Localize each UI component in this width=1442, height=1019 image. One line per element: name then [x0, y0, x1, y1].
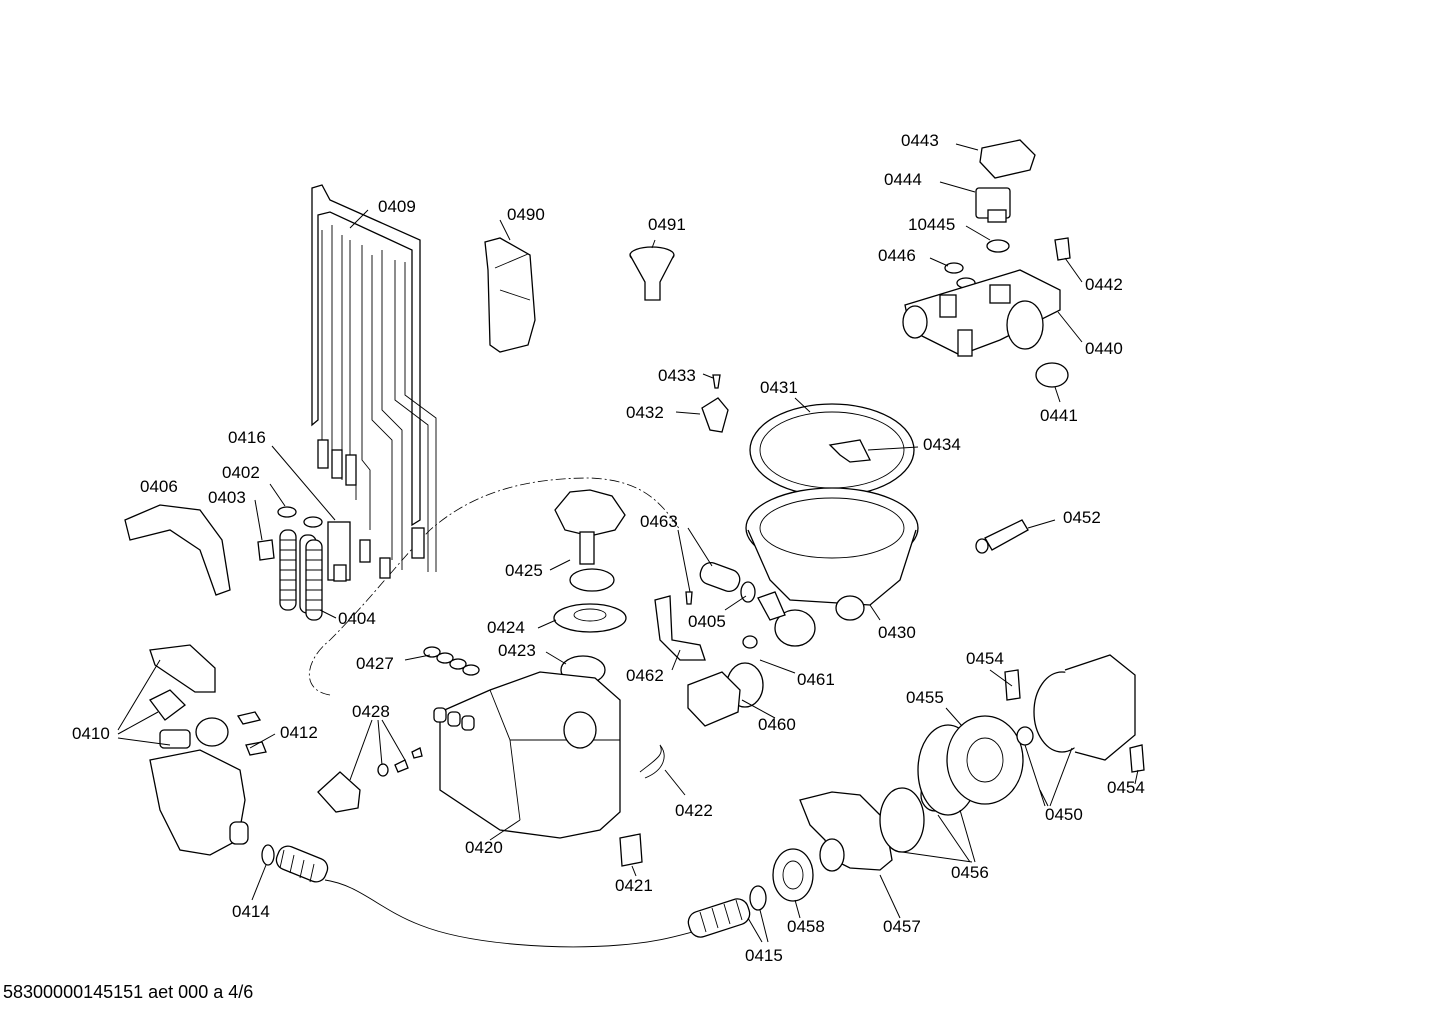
part-0458-seal — [772, 848, 814, 902]
label-0431: 0431 — [760, 378, 798, 397]
part-labels: 0443 0444 10445 0446 0442 0440 0441 0409… — [72, 131, 1145, 965]
label-10445: 10445 — [908, 215, 955, 234]
part-0402-rings — [277, 506, 323, 528]
part-0432-bracket — [701, 397, 729, 433]
label-0490: 0490 — [507, 205, 545, 224]
part-0450-motor — [1016, 654, 1136, 761]
part-0406-cover — [124, 504, 231, 596]
label-0432: 0432 — [626, 403, 664, 422]
part-0415-hose — [687, 898, 751, 938]
label-0427: 0427 — [356, 654, 394, 673]
part-0443-cover — [979, 139, 1036, 179]
label-0423: 0423 — [498, 641, 536, 660]
part-0424-disc — [553, 603, 627, 633]
label-0424: 0424 — [487, 618, 525, 637]
part-0434-filter-clip — [828, 439, 872, 463]
part-0421-bracket — [619, 833, 643, 867]
part-0490-jug — [484, 237, 536, 353]
label-0491: 0491 — [648, 215, 686, 234]
label-0460: 0460 — [758, 715, 796, 734]
document-id: 58300000145151 aet 000 a 4/6 — [3, 982, 253, 1002]
part-0410-assembly — [149, 644, 249, 856]
part-0422-clip — [639, 744, 665, 779]
label-0402: 0402 — [222, 463, 260, 482]
part-0442-clip — [1054, 237, 1071, 261]
part-0414-hose — [275, 845, 329, 883]
part-0444-sensor — [975, 187, 1011, 223]
label-0457: 0457 — [883, 917, 921, 936]
part-0463-screw — [685, 591, 693, 605]
part-0461-clip — [742, 635, 758, 649]
part-0463-hose — [699, 561, 741, 593]
part-0441-clamp — [1035, 362, 1069, 388]
part-0425-impeller — [554, 489, 626, 565]
part-0452-element — [975, 519, 1029, 554]
label-0428: 0428 — [352, 702, 390, 721]
part-0454-bracket-upper — [1004, 669, 1021, 701]
label-0414: 0414 — [232, 902, 270, 921]
part-0440-valve-body — [902, 269, 1061, 357]
part-10445-ring — [986, 239, 1010, 253]
label-0443: 0443 — [901, 131, 939, 150]
label-0416: 0416 — [228, 428, 266, 447]
label-0461: 0461 — [797, 670, 835, 689]
part-0460-valve — [687, 671, 741, 727]
label-0442: 0442 — [1085, 275, 1123, 294]
label-0441: 0441 — [1040, 406, 1078, 425]
label-0462: 0462 — [626, 666, 664, 685]
label-0420: 0420 — [465, 838, 503, 857]
label-0455: 0455 — [906, 688, 944, 707]
label-0456: 0456 — [951, 863, 989, 882]
part-0416-valve — [327, 521, 351, 582]
label-0458: 0458 — [787, 917, 825, 936]
label-0434: 0434 — [923, 435, 961, 454]
label-0463: 0463 — [640, 512, 678, 531]
label-0403: 0403 — [208, 488, 246, 507]
label-0412: 0412 — [280, 723, 318, 742]
label-0422: 0422 — [675, 801, 713, 820]
leader-lines — [117, 143, 1139, 943]
part-0414-ring — [261, 844, 275, 866]
label-0454-lower: 0454 — [1107, 778, 1145, 797]
label-0406: 0406 — [140, 477, 178, 496]
part-0405-ring — [740, 581, 756, 603]
part-0404-hoses — [279, 529, 323, 621]
label-0446: 0446 — [878, 246, 916, 265]
hose-route-line — [308, 477, 681, 696]
label-0454-upper: 0454 — [966, 649, 1004, 668]
part-0462-bracket — [654, 595, 706, 661]
label-0450: 0450 — [1045, 805, 1083, 824]
part-0428-valve — [317, 747, 423, 813]
label-0409: 0409 — [378, 197, 416, 216]
label-0452: 0452 — [1063, 508, 1101, 527]
label-0410: 0410 — [72, 724, 110, 743]
part-0454-bracket-lower — [1129, 744, 1145, 773]
label-0405: 0405 — [688, 612, 726, 631]
part-0425-ring — [569, 568, 615, 592]
label-0425: 0425 — [505, 561, 543, 580]
label-0430: 0430 — [878, 623, 916, 642]
part-0491-funnel — [629, 246, 675, 301]
part-0433-screw — [712, 374, 721, 389]
part-0446-rings — [944, 262, 976, 289]
drain-hose-route-line — [324, 879, 701, 948]
part-0427-rings — [423, 646, 480, 676]
part-0420-housing — [433, 671, 621, 839]
label-0433: 0433 — [658, 366, 696, 385]
part-0403-clip — [257, 539, 275, 561]
part-0457-pump-housing — [799, 791, 893, 872]
label-0444: 0444 — [884, 170, 922, 189]
label-0440: 0440 — [1085, 339, 1123, 358]
label-0421: 0421 — [615, 876, 653, 895]
part-0430-sump — [745, 487, 919, 647]
part-0415-ring — [749, 885, 767, 911]
part-0431-seal-ring — [749, 403, 915, 497]
part-0412-clip — [236, 711, 267, 756]
part-0409-pipes — [311, 184, 437, 579]
part-0455-cover — [946, 715, 1024, 805]
label-0415: 0415 — [745, 946, 783, 965]
label-0404: 0404 — [338, 609, 376, 628]
